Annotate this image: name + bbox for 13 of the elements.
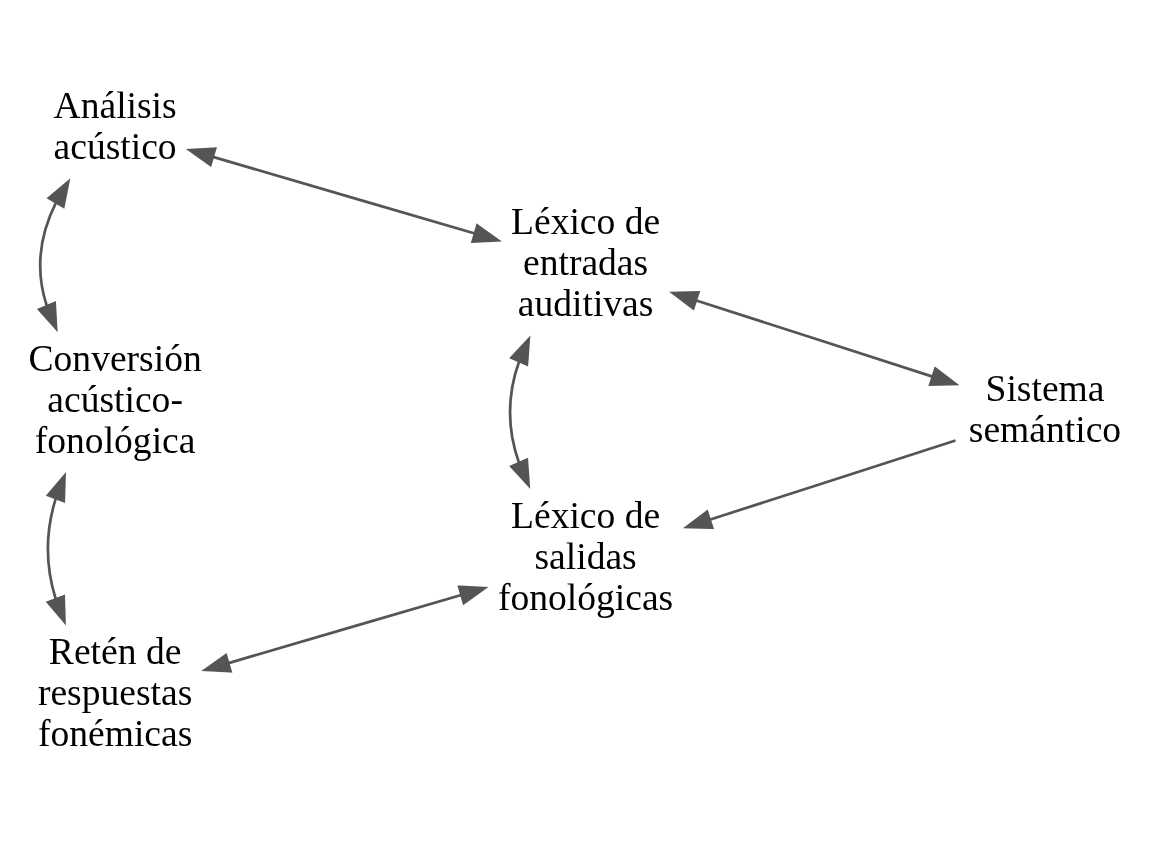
node-text: Conversión acústico-fonológica: [28, 337, 202, 461]
arrow: [682, 438, 956, 529]
arrow: [201, 584, 489, 673]
arrow: [669, 290, 960, 386]
node-text: Retén de respuestas fonémicas: [37, 630, 193, 754]
node-text: Léxico de salidas fonológicas: [497, 494, 674, 618]
node-text: Análisis acústico: [53, 84, 177, 167]
arrow: [508, 334, 531, 489]
arrow: [185, 146, 502, 243]
arrow: [45, 471, 66, 626]
node-text: Sistema semántico: [968, 367, 1122, 450]
arrow: [36, 177, 71, 332]
node-text: Léxico de entradas auditivas: [511, 200, 661, 324]
